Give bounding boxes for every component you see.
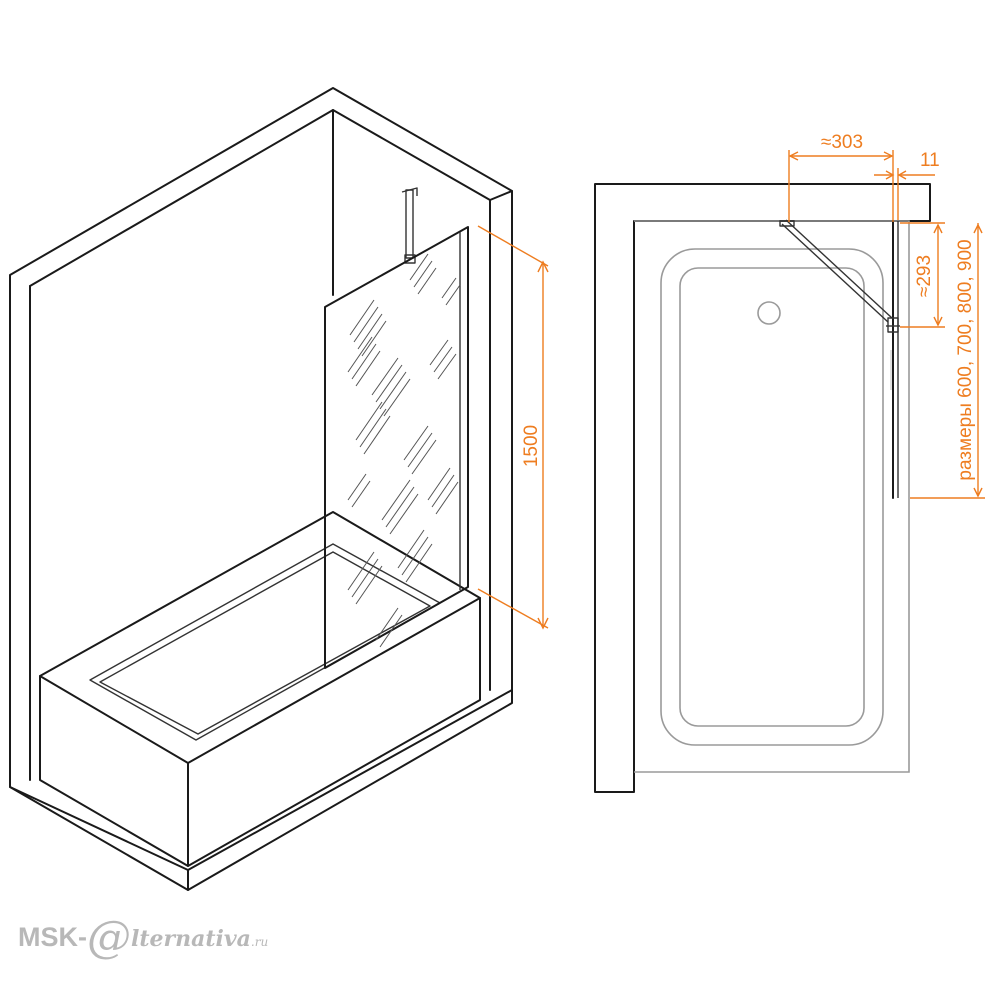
top-dimension-303: ≈303 [788, 132, 894, 222]
iso-wall-outer [9, 87, 513, 891]
iso-glass-panel [324, 226, 469, 669]
mount-offset-label: ≈303 [821, 132, 863, 153]
brace-depth-label: ≈293 [914, 255, 935, 297]
top-dimension-11: 11 [874, 150, 940, 220]
iso-wall-inner [29, 109, 334, 296]
watermark-logo: MSK-@lternativa.ru [18, 912, 269, 963]
drain [757, 301, 781, 325]
panel-height-label: 1500 [521, 425, 542, 467]
isometric-view: 1500 [9, 87, 549, 891]
iso-bathtub [39, 511, 481, 867]
top-dimension-293: ≈293 [900, 222, 945, 328]
iso-dimension-1500: 1500 [477, 225, 549, 630]
profile-width-label: 11 [920, 150, 940, 171]
iso-floor [9, 689, 513, 871]
top-view-glass-panel [890, 220, 899, 499]
top-view-walls [594, 183, 931, 793]
top-view: ≈303 11 ≈293 размеры 600, 700, 800, [594, 132, 985, 793]
sizes-label: размеры 600, 700, 800, 900 [955, 239, 976, 480]
top-dimension-sizes: размеры 600, 700, 800, 900 [910, 223, 985, 499]
iso-mount-bracket [401, 187, 418, 264]
top-view-bathtub [634, 220, 910, 773]
